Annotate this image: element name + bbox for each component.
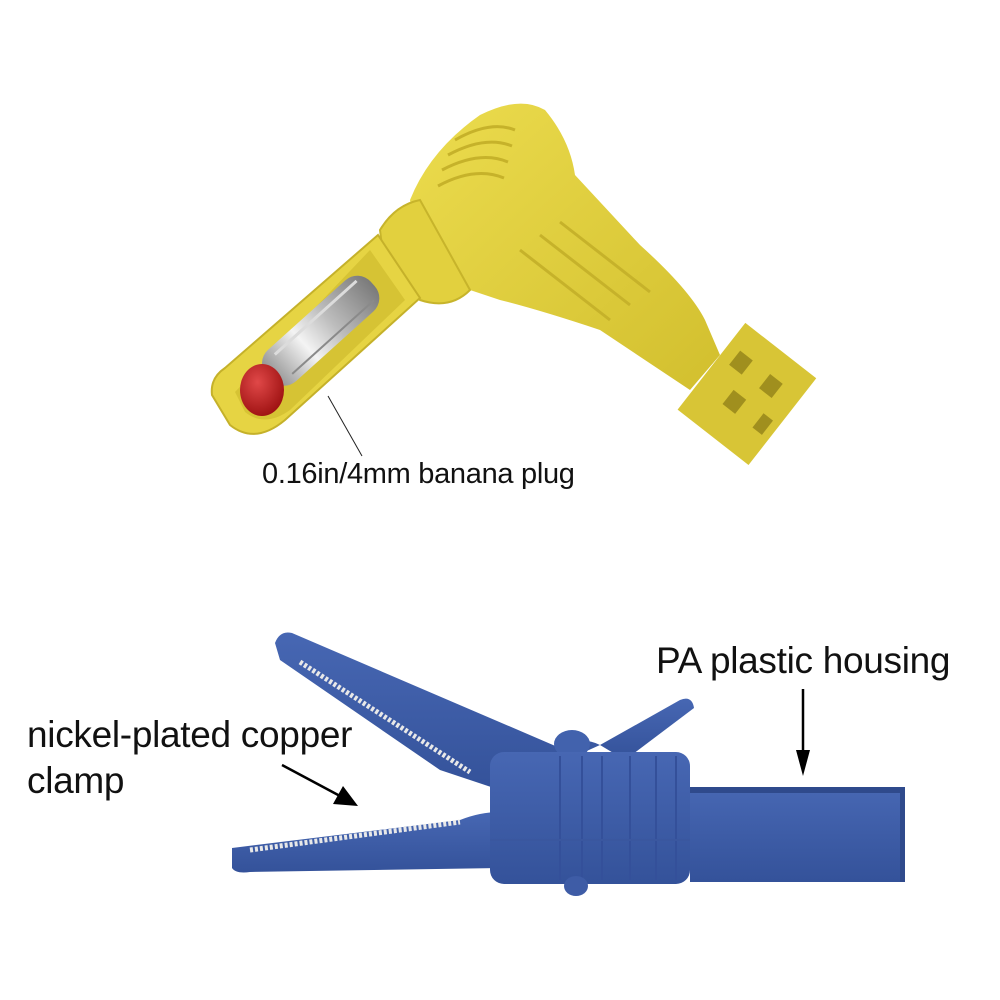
clamp-label: nickel-plated copper clamp: [27, 712, 387, 804]
clip-lower-jaw: [232, 812, 500, 873]
clip-lever: [600, 698, 694, 760]
clip-grip-ridges: [490, 756, 690, 880]
alligator-clip: [232, 632, 905, 896]
clip-upper-jaw: [275, 632, 600, 790]
plug-red-tip: [240, 364, 284, 416]
banana-plug-label: 0.16in/4mm banana plug: [262, 458, 575, 490]
banana-leader-line: [327, 395, 363, 457]
housing-label: PA plastic housing: [656, 640, 951, 681]
clip-grip-sleeve: [490, 752, 690, 884]
plug-elbow-body: [410, 103, 720, 391]
clamp-label-line1: nickel-plated copper: [27, 714, 353, 755]
housing-arrow: [796, 689, 810, 776]
clamp-label-line2: clamp: [27, 760, 125, 801]
plug-metal-pin: [262, 275, 380, 386]
plug-cable-boot: [677, 322, 817, 465]
plug-ribs: [437, 125, 651, 322]
clamp-arrow: [281, 763, 358, 806]
clip-housing-tube: [690, 787, 905, 882]
banana-plug: [210, 103, 817, 465]
